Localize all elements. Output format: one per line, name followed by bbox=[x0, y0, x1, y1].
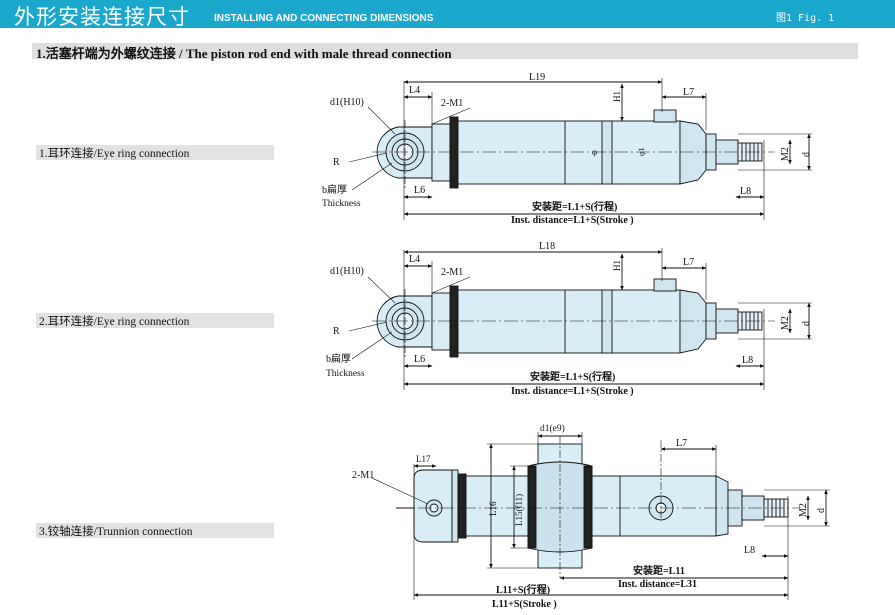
inst-distance-zh-2: 安装距=L1+S(行程) bbox=[530, 370, 615, 383]
dim-thickness: Thickness bbox=[322, 199, 361, 209]
dim-M2-2: M2 bbox=[780, 316, 791, 330]
dim-b: b扁厚 bbox=[322, 183, 347, 196]
dim-L7: L7 bbox=[683, 87, 694, 98]
dim-H1: H1 bbox=[612, 91, 622, 102]
dim-phi: φ bbox=[592, 147, 597, 157]
dim-L6: L6 bbox=[414, 185, 425, 196]
dim-L18: L18 bbox=[539, 241, 555, 252]
total-length-en: L11+S(Stroke ) bbox=[492, 599, 557, 610]
dim-L4: L4 bbox=[409, 85, 420, 96]
page-subtitle: INSTALLING AND CONNECTING DIMENSIONS bbox=[214, 13, 434, 24]
diagram-trunnion bbox=[371, 432, 830, 600]
diagram-eye-ring-1 bbox=[348, 78, 812, 220]
rear-cap bbox=[431, 123, 451, 182]
dim-d1: d1(H10) bbox=[330, 97, 364, 108]
dim-L8: L8 bbox=[740, 186, 751, 197]
diagram-2-labels: L18 L4 2-M1 d1(H10) H1 L7 R b扁厚 Thicknes… bbox=[326, 241, 812, 397]
dim-d1-2: d1(H10) bbox=[330, 266, 364, 277]
dim-L15: L15(f11) bbox=[514, 494, 524, 526]
inst-distance-zh: 安装距=L1+S(行程) bbox=[532, 200, 617, 213]
dim-d-2: d bbox=[801, 321, 812, 326]
diagram-eye-ring-2 bbox=[348, 248, 812, 390]
dim-M1-2: 2-M1 bbox=[441, 267, 463, 278]
connection-text-3: 3.铰轴连接/Trunnion connection bbox=[39, 526, 193, 538]
dim-phi1: φ1 bbox=[637, 147, 646, 156]
inst-distance-en-2: Inst. distance=L1+S(Stroke ) bbox=[511, 386, 634, 397]
connection-label-3: 3.铰轴连接/Trunnion connection bbox=[36, 523, 274, 538]
dim-L17: L17 bbox=[416, 454, 431, 464]
dim-L19: L19 bbox=[529, 72, 545, 83]
dim-L16: L16 bbox=[488, 501, 498, 516]
diagram-1-labels: L19 L4 2-M1 d1(H10) H1 L7 R b扁厚 Thicknes… bbox=[322, 72, 812, 226]
connection-label-1: 1.耳环连接/Eye ring connection bbox=[36, 145, 274, 160]
dim-d-3: d bbox=[816, 508, 827, 513]
barrel bbox=[457, 120, 681, 185]
dim-M1: 2-M1 bbox=[441, 98, 463, 109]
header-bar: 外形安装连接尺寸 INSTALLING AND CONNECTING DIMEN… bbox=[0, 0, 895, 29]
connection-text-1: 1.耳环连接/Eye ring connection bbox=[39, 148, 190, 160]
dim-L7-2: L7 bbox=[683, 257, 694, 268]
dim-thickness-2: Thickness bbox=[326, 369, 365, 379]
dim-d: d bbox=[801, 152, 812, 157]
page-title: 外形安装连接尺寸 bbox=[14, 5, 190, 29]
section-title: 1.活塞杆端为外螺纹连接 / The piston rod end with m… bbox=[36, 46, 452, 61]
diagram-3-labels: d1(e9) 2-M1 L17 L7 L16 L15(f11) M2 d L8 … bbox=[352, 423, 827, 610]
section-heading: 1.活塞杆端为外螺纹连接 / The piston rod end with m… bbox=[32, 43, 858, 61]
dim-L7-3: L7 bbox=[676, 438, 687, 449]
dim-b-2: b扁厚 bbox=[326, 352, 351, 365]
inst-distance-zh-3: 安装距=L11 bbox=[633, 564, 685, 577]
dim-M2-3: M2 bbox=[798, 503, 809, 517]
total-length-zh: L11+S(行程) bbox=[496, 583, 550, 596]
connection-text-2: 2.耳环连接/Eye ring connection bbox=[39, 316, 190, 328]
figure-label: 图1 Fig. 1 bbox=[776, 13, 835, 24]
black-band bbox=[449, 116, 459, 189]
dim-H1-2: H1 bbox=[612, 260, 622, 271]
inst-distance-en-3: Inst. distance=L31 bbox=[618, 579, 697, 590]
dim-R-2: R bbox=[333, 326, 340, 337]
dim-R: R bbox=[333, 157, 340, 168]
dim-d1-e9: d1(e9) bbox=[540, 423, 565, 434]
connection-label-2: 2.耳环连接/Eye ring connection bbox=[36, 313, 274, 328]
port-boss bbox=[653, 109, 677, 123]
inst-distance-en: Inst. distance=L1+S(Stroke ) bbox=[511, 215, 634, 226]
dim-L8-2: L8 bbox=[742, 355, 753, 366]
dim-L8-3: L8 bbox=[744, 545, 755, 556]
dim-M2: M2 bbox=[780, 147, 791, 161]
dim-L4-2: L4 bbox=[409, 254, 420, 265]
dim-M1-3: 2-M1 bbox=[352, 470, 374, 481]
dim-L6-2: L6 bbox=[414, 354, 425, 365]
